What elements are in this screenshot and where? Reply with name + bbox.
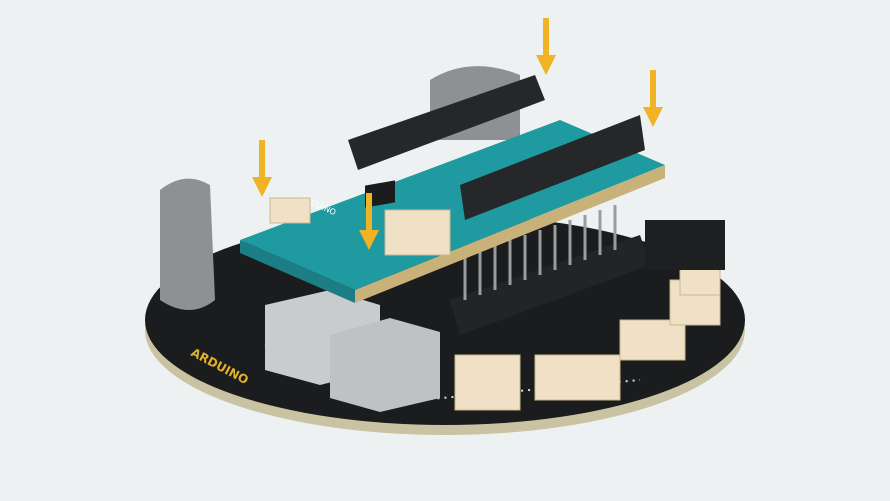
arrow-down-icon — [359, 193, 379, 250]
jst-connectors — [269, 197, 721, 411]
black-connector — [645, 220, 725, 270]
arrow-down-icon — [643, 70, 663, 127]
arrow-down-icon — [536, 18, 556, 75]
female-header-front — [460, 115, 645, 220]
pin-header — [450, 235, 650, 335]
assembly-arrows — [252, 18, 663, 250]
arrow-down-icon — [252, 140, 272, 197]
relay — [265, 290, 440, 412]
header-pins — [463, 205, 617, 300]
female-header-back — [348, 75, 545, 170]
